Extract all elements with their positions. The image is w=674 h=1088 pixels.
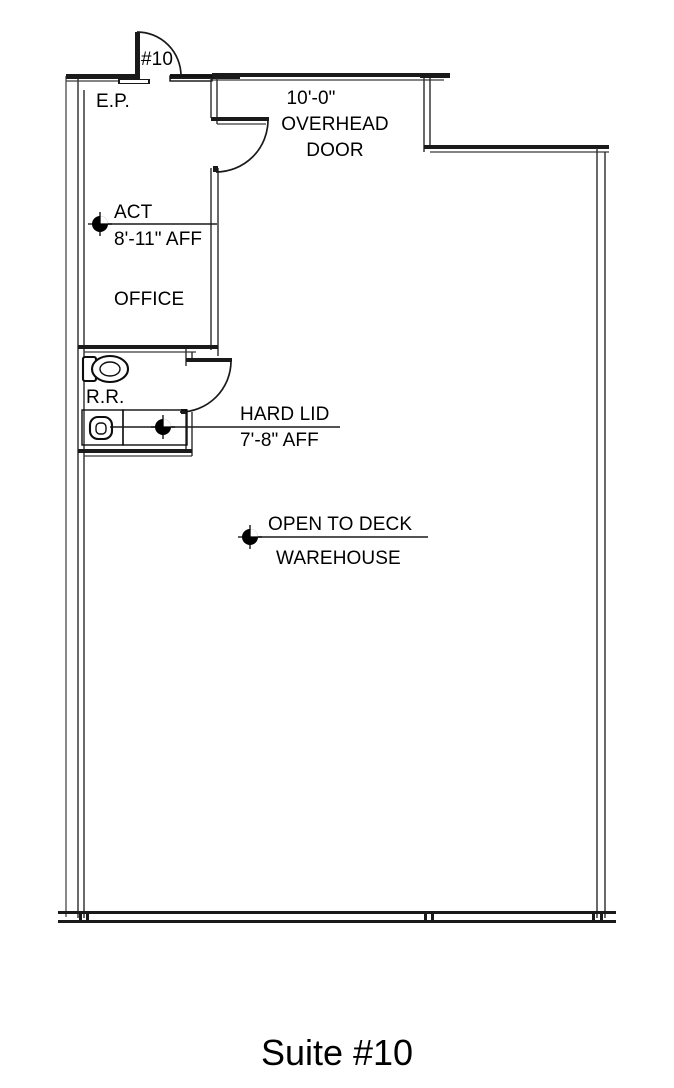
bottom-wall-tick-left-a (79, 914, 82, 923)
step-wall-horizontal (424, 145, 609, 149)
sink-drain-icon (95, 422, 107, 435)
office-door-head-jog (211, 117, 269, 121)
sink-basin-icon (88, 415, 114, 441)
hard-lid-ceiling-tag: HARD LID 7'-8" AFF (110, 404, 340, 451)
plan-title: Suite #10 (261, 1032, 413, 1073)
overhead-door-width-label: 10'-0" (287, 88, 336, 109)
office-partition-walls (78, 78, 269, 356)
toilet-bowl-icon (90, 354, 130, 384)
bottom-wall-tick-right-b (600, 914, 603, 922)
office-room-label: OFFICE (114, 289, 184, 310)
office-door-hinge (213, 118, 217, 120)
warehouse-room-label: WAREHOUSE (276, 548, 401, 569)
entry-door-10: #10 (135, 31, 182, 77)
bottom-wall-tick-left-b (86, 914, 89, 923)
overhead-door-label-line1: OVERHEAD (281, 114, 388, 135)
restroom-south-wall (78, 449, 192, 453)
restroom-partition-walls (78, 349, 232, 457)
office-door-leaf-jamb (213, 166, 218, 172)
overhead-door-label-line2: DOOR (306, 140, 363, 161)
bottom-wall-tick-mid-a (424, 914, 427, 922)
overhead-door-annotation: 10'-0" OVERHEAD DOOR (281, 88, 388, 161)
electrical-panel-label: E.P. (96, 91, 130, 112)
exterior-walls (58, 73, 616, 923)
bottom-wall-tick-right-a (592, 914, 595, 922)
restroom-label: R.R. (86, 387, 124, 408)
bottom-wall-tick-mid-b (431, 914, 434, 922)
entry-door-threshold (169, 75, 213, 82)
restroom-door-swing-arc (179, 360, 232, 413)
open-to-deck-tag: OPEN TO DECK WAREHOUSE (238, 514, 428, 569)
bottom-wall-lower-line (58, 920, 616, 923)
overhead-door-header (212, 73, 444, 77)
bottom-wall-upper-line (58, 911, 616, 914)
act-marker-quadrant (100, 216, 108, 224)
hard-lid-height-label: 7'-8" AFF (240, 430, 319, 451)
toilet-seat-inner-icon (99, 361, 121, 377)
office-south-wall (78, 345, 218, 349)
office-door-swing-arc (215, 119, 269, 173)
entry-door-swing-arc (136, 31, 182, 77)
act-ceiling-label: ACT (114, 202, 153, 223)
restroom-door-leaf-jamb (181, 409, 187, 414)
electrical-panel-icon-inner (120, 80, 148, 83)
office-door (213, 118, 269, 173)
ceiling-marker-icon (88, 212, 112, 236)
act-height-label: 8'-11" AFF (114, 229, 202, 250)
entry-door-jamb-left (133, 74, 140, 80)
entry-door-leaf (135, 32, 140, 76)
hard-lid-marker-quadrant (163, 419, 171, 427)
hard-lid-label: HARD LID (240, 404, 329, 425)
restroom-door (179, 360, 232, 414)
ceiling-marker-icon (238, 525, 262, 549)
electrical-panel-group: E.P. (96, 79, 150, 112)
restroom-door-head-jog (186, 358, 232, 362)
top-wall-right-segment (420, 73, 450, 78)
ceiling-marker-icon (151, 415, 175, 439)
open-to-deck-label: OPEN TO DECK (268, 514, 412, 535)
act-ceiling-tag: ACT 8'-11" AFF (88, 202, 217, 250)
entry-door-tag-label: #10 (141, 49, 173, 70)
deck-marker-quadrant (250, 529, 258, 537)
top-wall-left-segment (66, 74, 139, 79)
